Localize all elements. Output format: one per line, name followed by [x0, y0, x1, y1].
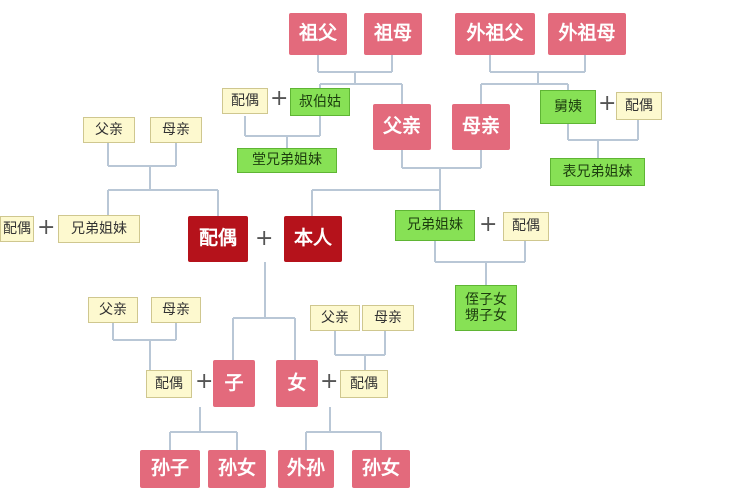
node-siblings: 兄弟姐妹	[395, 210, 475, 241]
node-grandfather: 祖父	[289, 13, 347, 55]
node-siblings-spouse: 配偶	[503, 212, 549, 241]
node-uncles-aunts: 叔伯姑	[290, 88, 350, 116]
node-son: 子	[213, 360, 255, 407]
plus-sign: +	[479, 212, 498, 237]
node-daughters-daughter: 孙女	[352, 450, 410, 488]
node-maternal-uncles-aunts: 舅姨	[540, 90, 596, 124]
node-son-spouse: 配偶	[146, 370, 192, 398]
node-grandmother: 祖母	[364, 13, 422, 55]
node-granddaughter: 孙女	[208, 450, 266, 488]
node-maternal-grandmother: 外祖母	[548, 13, 626, 55]
plus-sign: +	[320, 369, 339, 394]
plus-sign: +	[37, 215, 56, 240]
plus-sign: +	[598, 91, 617, 116]
node-daughter-in-law-mother: 母亲	[362, 305, 414, 331]
node-daughter-in-law-father: 父亲	[310, 305, 360, 331]
node-spouse-siblings: 兄弟姐妹	[58, 215, 140, 243]
node-mother: 母亲	[452, 104, 510, 150]
node-nephews-nieces: 侄子女 甥子女	[455, 285, 517, 331]
node-son-in-law-mother: 母亲	[151, 297, 201, 323]
node-spouse: 配偶	[188, 216, 248, 262]
plus-sign: +	[255, 226, 274, 251]
node-daughter-spouse: 配偶	[340, 370, 388, 398]
node-uncles-aunts-spouse: 配偶	[222, 88, 268, 114]
node-maternal-grandfather: 外祖父	[455, 13, 535, 55]
node-daughter: 女	[276, 360, 318, 407]
plus-sign: +	[195, 369, 214, 394]
node-grandson: 孙子	[140, 450, 200, 488]
node-self: 本人	[284, 216, 342, 262]
node-father: 父亲	[373, 104, 431, 150]
node-maternal-cousins: 表兄弟姐妹	[550, 158, 645, 186]
plus-sign: +	[270, 86, 289, 111]
node-son-in-law-father: 父亲	[88, 297, 138, 323]
node-maternal-uncles-aunts-spouse: 配偶	[616, 92, 662, 120]
node-spouse-father: 父亲	[83, 117, 135, 143]
node-daughters-son: 外孙	[278, 450, 334, 488]
node-spouse-siblings-spouse: 配偶	[0, 216, 34, 242]
node-paternal-cousins: 堂兄弟姐妹	[237, 148, 337, 173]
node-spouse-mother: 母亲	[150, 117, 202, 143]
